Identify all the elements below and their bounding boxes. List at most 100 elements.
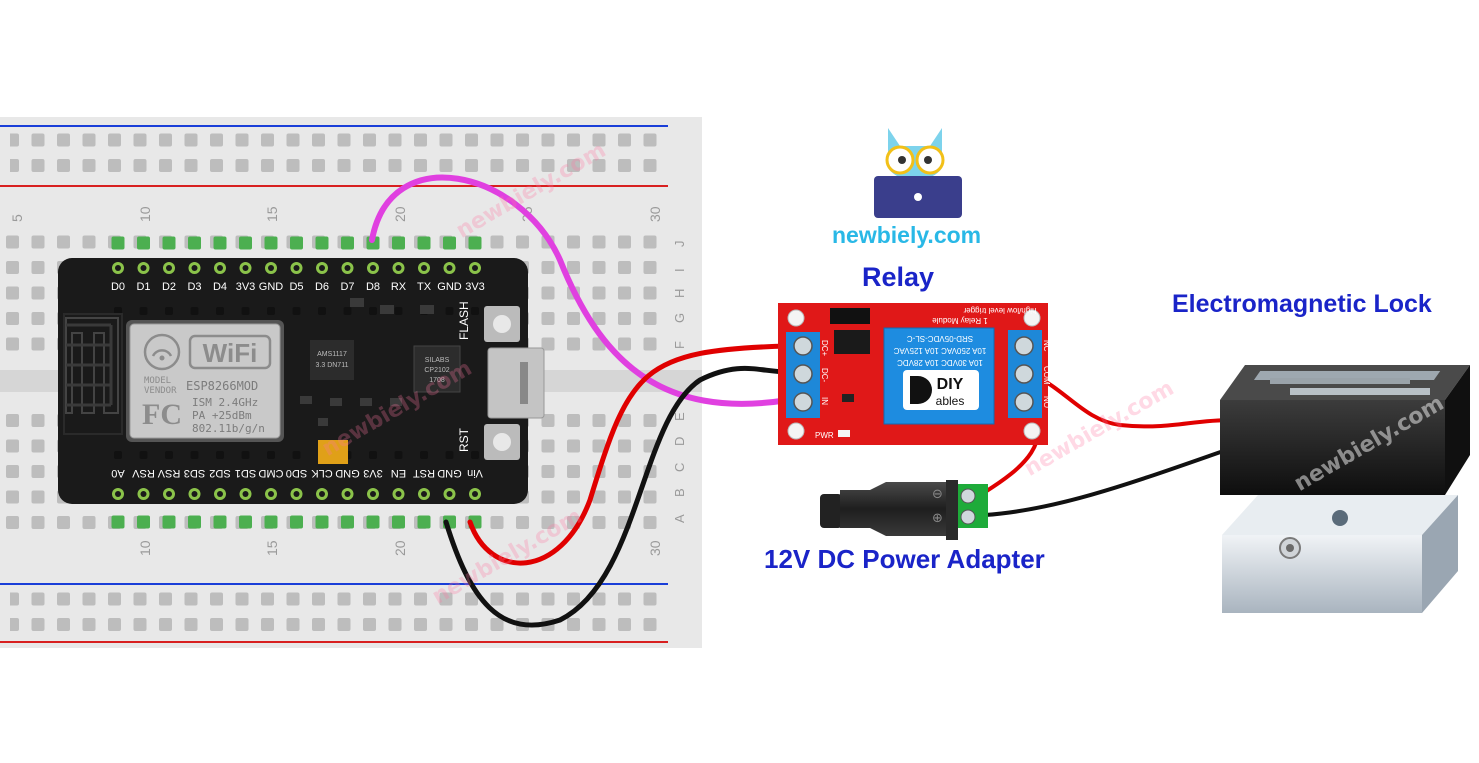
- power-rail-top: [10, 130, 660, 182]
- antenna-trace: [65, 317, 119, 414]
- spec-standard: 802.11b/g/n: [192, 422, 265, 435]
- row-letter: F: [672, 341, 687, 349]
- pcb-pin-hole: [191, 491, 198, 497]
- pin-label: CMD: [258, 467, 283, 479]
- pin-label: RX: [391, 281, 407, 293]
- pcb-pin-hole: [395, 265, 402, 271]
- relay-title-labels: high/low level trigger 1 Relay Module: [932, 306, 1037, 325]
- rst-button-cap: [493, 433, 511, 451]
- pin-label: SD1: [235, 467, 256, 479]
- cp2102-chip: [413, 345, 461, 393]
- header-hole-top: [111, 236, 125, 250]
- header-slot: [394, 451, 403, 459]
- pin-label: D4: [213, 281, 227, 293]
- regulator-chip: [310, 340, 354, 380]
- nodemcu-pcb: [58, 258, 528, 504]
- col-num: 15: [264, 540, 280, 556]
- adapter-screw: [960, 509, 976, 525]
- trigger-jumper[interactable]: [830, 308, 870, 324]
- pin-label: Vin: [467, 467, 483, 479]
- header-hole-top: [341, 236, 354, 250]
- pcb-pin-hole: [293, 491, 300, 497]
- pin-label: TX: [417, 281, 432, 293]
- wifi-text: WiFi: [203, 338, 258, 368]
- output-screws: [1014, 336, 1034, 412]
- wire-com-to-lock: [1021, 370, 1233, 429]
- wire-power-red-relay: [467, 343, 791, 566]
- pin-label: D7: [340, 281, 354, 293]
- wifi-badge: [188, 334, 272, 370]
- pcb-pin-hole: [319, 265, 325, 271]
- header-hole-bottom: [111, 515, 125, 529]
- header-hole-top: [239, 236, 252, 250]
- row-letter: H: [672, 289, 687, 298]
- pin-label: 3V3: [465, 281, 485, 293]
- pin-label: D8: [366, 281, 380, 293]
- relay-model: SRD-05VDC-SL-C: [907, 334, 973, 343]
- header-hole-top: [162, 236, 176, 250]
- pin-label: SD3: [184, 467, 205, 479]
- pcb-pin-hole: [115, 265, 121, 271]
- pin-label-dcminus: DC-: [820, 368, 829, 383]
- pcb-pin-hole: [242, 491, 249, 497]
- header-hole-bottom: [341, 515, 354, 529]
- micro-usb-port[interactable]: [487, 347, 545, 419]
- lock-label: Electromagnetic Lock: [1172, 290, 1432, 318]
- header-slot: [343, 307, 352, 315]
- pin-label: RSV: [132, 467, 155, 479]
- jack-body: [840, 482, 946, 536]
- pin-label: D2: [162, 281, 176, 293]
- relay-module: DC+ DC- IN PWR SRD-05VDC-SL-C 10A 250VAC…: [778, 303, 1051, 445]
- col-num: 30: [647, 206, 663, 222]
- header-slot: [216, 451, 224, 459]
- header-hole-bottom: [239, 515, 252, 529]
- col-num: 15: [264, 206, 280, 222]
- input-screws: [793, 336, 813, 412]
- regulator-label: AMS1117: [317, 351, 347, 358]
- pin-label: 3V3: [363, 467, 383, 479]
- header-slot: [139, 307, 148, 315]
- pin-label: SD0: [286, 467, 307, 479]
- led-resistor: [842, 394, 854, 402]
- usb-chip-code: 1708: [429, 377, 445, 384]
- pin-label-dcplus: DC+: [820, 340, 829, 357]
- jack-collar: [946, 480, 958, 540]
- module-vendor: VENDOR: [144, 386, 177, 396]
- pcb-pin-hole: [115, 491, 121, 497]
- row-letter: J: [672, 241, 687, 248]
- relay-label: Relay: [862, 262, 935, 292]
- header-hole-top: [213, 236, 227, 250]
- header-slot: [369, 451, 377, 459]
- wire-ground-black-relay: [443, 366, 791, 628]
- mount-hole: [1023, 422, 1041, 440]
- col-num: 5: [9, 214, 25, 222]
- pcb-pin-hole: [166, 491, 172, 497]
- spec-pa: PA +25dBm: [192, 409, 252, 422]
- header-slot: [445, 451, 454, 459]
- pcb-pin-hole: [191, 265, 198, 271]
- column-numbers-bottom: 10 15 20 30: [137, 540, 663, 556]
- header-hole-top: [264, 236, 278, 250]
- header-hole-bottom: [392, 515, 405, 529]
- minus-icon: ⊖: [932, 487, 943, 502]
- col-num: 10: [137, 540, 153, 556]
- antenna-meander: [66, 323, 113, 407]
- mount-hole: [1023, 309, 1041, 327]
- header-hole-bottom: [315, 515, 329, 529]
- pcb-pin-hole: [395, 491, 402, 497]
- plus-icon: ⊕: [932, 511, 943, 526]
- pcb-pin-hole: [319, 491, 325, 497]
- plate-front: [1222, 535, 1422, 613]
- regulator-code: 3.3 DN711: [316, 362, 349, 369]
- pin-label: 3V3: [236, 281, 256, 293]
- lock-strip: [1253, 371, 1441, 380]
- header-hole-top: [188, 236, 201, 250]
- header-hole-bottom: [366, 515, 380, 529]
- pcb-pin-hole: [446, 265, 453, 271]
- module-name: ESP8266MOD: [186, 379, 258, 393]
- pcb-pin-hole: [370, 491, 376, 497]
- pin-label: GND: [259, 281, 284, 293]
- power-rail-bottom: [10, 588, 660, 638]
- lock-front-face: [1220, 400, 1445, 495]
- header-hole-top: [392, 236, 405, 250]
